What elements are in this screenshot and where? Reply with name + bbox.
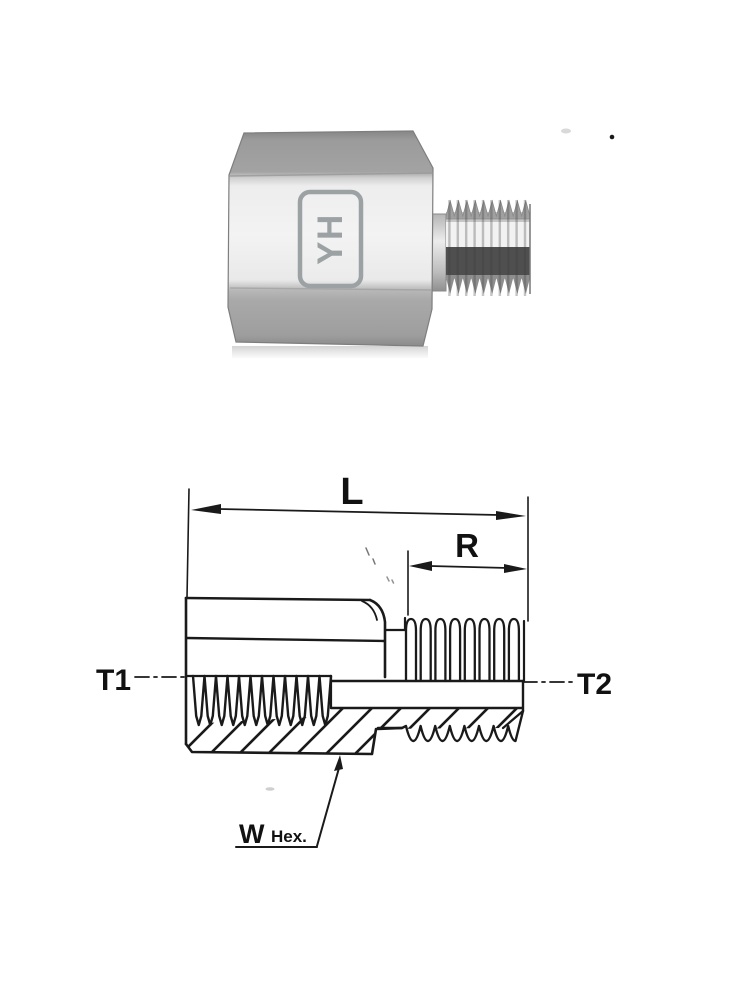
scan-marks — [365, 547, 395, 584]
dimension-line-L — [218, 508, 500, 516]
dimension-label-R: R — [455, 527, 479, 564]
wrench-size-callout: W Hex. — [235, 755, 343, 849]
callout-leader-line — [316, 767, 340, 847]
photo-hex-outline — [227, 130, 434, 347]
yh-logo-text: YH — [311, 213, 350, 265]
male-thread-crests — [404, 617, 521, 683]
technical-drawing: L R T1 T2 — [96, 471, 612, 849]
hex-inner-chamfer — [361, 600, 378, 621]
dimension-line-R — [429, 565, 509, 569]
photo-hex-facet-line-bottom — [229, 287, 433, 291]
hex-facet-line — [185, 636, 386, 643]
photo-hex-facet-line-top — [228, 172, 434, 177]
body-upper-half — [184, 596, 526, 746]
wrench-size-label: W — [239, 819, 265, 849]
hex-right-chamfer — [368, 598, 387, 679]
scan-smudge — [265, 787, 275, 791]
callout-arrowhead — [334, 755, 343, 771]
dimension-label-L: L — [340, 471, 363, 513]
arrowhead-R-right — [504, 564, 527, 573]
dimension-thread-length: R — [409, 527, 527, 573]
scan-speck-smudge — [561, 128, 571, 134]
arrowhead-L-right — [496, 511, 526, 520]
product-photo: YH — [227, 128, 615, 358]
centerline: T1 T2 — [96, 664, 612, 701]
thread-end-chamfer — [501, 709, 525, 730]
scan-speck-dot — [609, 134, 615, 140]
arrowhead-R-left — [409, 561, 432, 571]
dimension-overall-length: L — [191, 471, 526, 520]
yh-logo: YH — [297, 189, 364, 289]
wrench-size-suffix: Hex. — [271, 827, 307, 846]
port-label-T1: T1 — [96, 664, 131, 697]
yh-logo-frame — [297, 189, 364, 289]
photo-male-thread — [428, 199, 531, 296]
section-bottom-outline — [184, 726, 404, 756]
photo-thread-ridges — [445, 200, 531, 296]
arrowhead-L-left — [191, 504, 221, 514]
port-label-T2: T2 — [577, 668, 612, 701]
photo-shadow — [232, 346, 428, 358]
male-thread-root-wave — [376, 709, 525, 743]
extension-lines — [186, 488, 529, 622]
female-thread-teeth — [191, 674, 333, 727]
body-section-half — [184, 674, 525, 756]
hex-top-edge — [184, 596, 372, 602]
photo-hex-body: YH — [227, 130, 434, 347]
extension-line-left — [186, 488, 190, 599]
